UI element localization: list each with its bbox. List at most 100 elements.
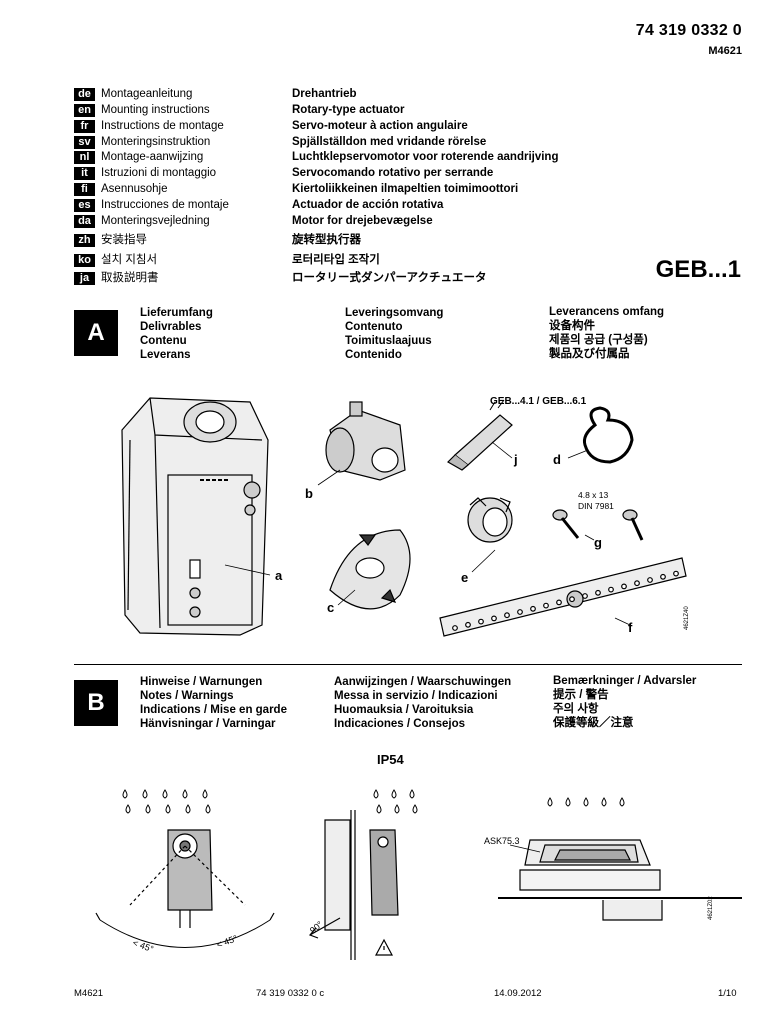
bracket-hole — [634, 580, 640, 587]
footer-document: 74 319 0332 0 c — [256, 988, 325, 999]
product-title: Servocomando rotativo per serrande — [292, 167, 494, 179]
retainer-clip-drawing — [567, 406, 634, 464]
water-drop-icon — [142, 789, 148, 799]
part-label-f: f — [628, 620, 633, 635]
section-b-heading: Hinweise / Warnungen — [140, 676, 263, 688]
bracket-hole — [504, 612, 510, 619]
bracket-hole — [556, 599, 562, 606]
bracket-hole — [582, 593, 588, 599]
water-drop-icon — [162, 789, 168, 799]
water-drop-icon — [145, 804, 151, 814]
product-title: Rotary-type actuator — [292, 104, 405, 116]
mounting-notes-figure: < 45° < 45° 90° ASK75.3 4621Z02 — [95, 789, 742, 960]
screws-drawing — [552, 509, 644, 541]
water-drop-icon — [376, 804, 382, 814]
model-name: GEB...1 — [655, 256, 741, 283]
language-label: Montageanleitung — [101, 88, 193, 100]
part-label-a: a — [275, 568, 283, 583]
section-a-col-3: Leverancens omfang 设备构件 제품의 공급 (구성품) 製品及… — [549, 305, 664, 361]
water-drop-icon — [182, 789, 188, 799]
language-row: de Montageanleitung Drehantrieb — [74, 87, 768, 103]
section-a-col-2: Leveringsomvang Contenuto Toimituslaajuu… — [345, 306, 443, 362]
language-code-badge: fr — [74, 120, 95, 133]
language-label: 安装指导 — [101, 234, 147, 246]
water-drops — [122, 789, 625, 814]
water-drop-icon — [373, 789, 379, 799]
language-label: 取扱説明書 — [101, 272, 159, 284]
bracket-hole — [491, 615, 497, 622]
bracket-hole — [543, 602, 549, 609]
section-a-heading: Lieferumfang — [140, 307, 213, 319]
language-code-badge: ja — [74, 272, 95, 285]
accessory-label: ASK75.3 — [484, 836, 520, 846]
part-label-e: e — [461, 570, 468, 585]
footer-date: 14.09.2012 — [494, 988, 542, 999]
section-a-heading: Toimituslaajuus — [345, 335, 432, 347]
language-code-badge: zh — [74, 234, 95, 247]
language-code-badge: it — [74, 167, 95, 180]
wall-mount-drawing — [308, 810, 399, 960]
bracket-hole — [569, 596, 575, 603]
language-code-badge: fi — [74, 183, 95, 196]
figure-code-b: 4621Z02 — [708, 896, 714, 920]
section-b-heading: Huomauksia / Varoituksia — [334, 704, 474, 716]
language-code-badge: de — [74, 88, 95, 101]
water-drop-icon — [565, 797, 571, 807]
section-a-heading: Contenu — [140, 335, 187, 347]
product-title: Motor for drejebevægelse — [292, 215, 433, 227]
geb-variant-label: GEB...4.1 / GEB...6.1 — [490, 396, 587, 407]
footer-code: M4621 — [74, 988, 104, 999]
document-number: 74 319 0332 0 — [635, 22, 742, 39]
section-b-heading: 保護等級／注意 — [553, 717, 634, 729]
bracket-hole — [647, 577, 653, 583]
section-a-col-1: Lieferumfang Delivrables Contenu Leveran… — [140, 306, 213, 362]
water-drop-icon — [394, 804, 400, 814]
water-drop-icon — [165, 804, 171, 814]
language-code-badge: es — [74, 199, 95, 212]
language-row: it Istruzioni di montaggio Servocomando ro… — [74, 166, 768, 182]
section-a-heading: 제품의 공급 (구성품) — [549, 334, 648, 346]
section-a-heading: 设备构件 — [549, 320, 595, 332]
language-label: Instructions de montage — [101, 120, 224, 132]
water-drop-icon — [391, 789, 397, 799]
product-title: Luchtklepservomotor voor roterende aandr… — [292, 151, 559, 163]
product-title: Spjällställdon med vridande rörelse — [292, 136, 487, 148]
spindle-bushing-drawing — [467, 497, 513, 573]
weather-cover-drawing — [498, 839, 742, 921]
figure-code-a: 4621Z40 — [684, 606, 690, 630]
language-label: Mounting instructions — [101, 104, 210, 116]
water-drop-icon — [202, 789, 208, 799]
section-a-heading: Contenuto — [345, 321, 403, 333]
product-title: Kiertoliikkeinen ilmapeltien toimimootto… — [292, 183, 519, 195]
section-b-col-2: Aanwijzingen / Waarschuwingen Messa in s… — [334, 675, 511, 731]
water-drop-icon — [409, 789, 415, 799]
actuator-drawing — [121, 397, 271, 636]
water-drop-icon — [185, 804, 191, 814]
language-row: nl Montage-aanwijzing Luchtklepservomotor … — [74, 150, 768, 166]
screw-spec-size: 4.8 x 13 — [578, 490, 609, 500]
language-code-badge: nl — [74, 151, 95, 164]
angle-right-label: < 45° — [215, 933, 239, 950]
section-b-heading: Messa in servizio / Indicazioni — [334, 690, 498, 702]
shaft-insert-drawing — [447, 399, 513, 471]
section-a-heading: Delivrables — [140, 321, 202, 333]
language-label: Montage-aanwijzing — [101, 151, 204, 163]
product-title: Drehantrieb — [292, 88, 357, 100]
water-drop-icon — [619, 797, 625, 807]
language-label: Istruzioni di montaggio — [101, 167, 217, 179]
water-drop-icon — [601, 797, 607, 807]
section-b-heading: 주의 사항 — [553, 703, 599, 715]
section-b-col-3: Bemærkninger / Advarsler 提示 / 警告 주의 사항 保… — [553, 674, 696, 730]
screw-spec-standard: DIN 7981 — [578, 501, 614, 511]
bracket-hole — [517, 609, 523, 615]
section-b-heading: Aanwijzingen / Waarschuwingen — [334, 676, 512, 688]
section-b-heading: Bemærkninger / Advarsler — [553, 675, 697, 687]
